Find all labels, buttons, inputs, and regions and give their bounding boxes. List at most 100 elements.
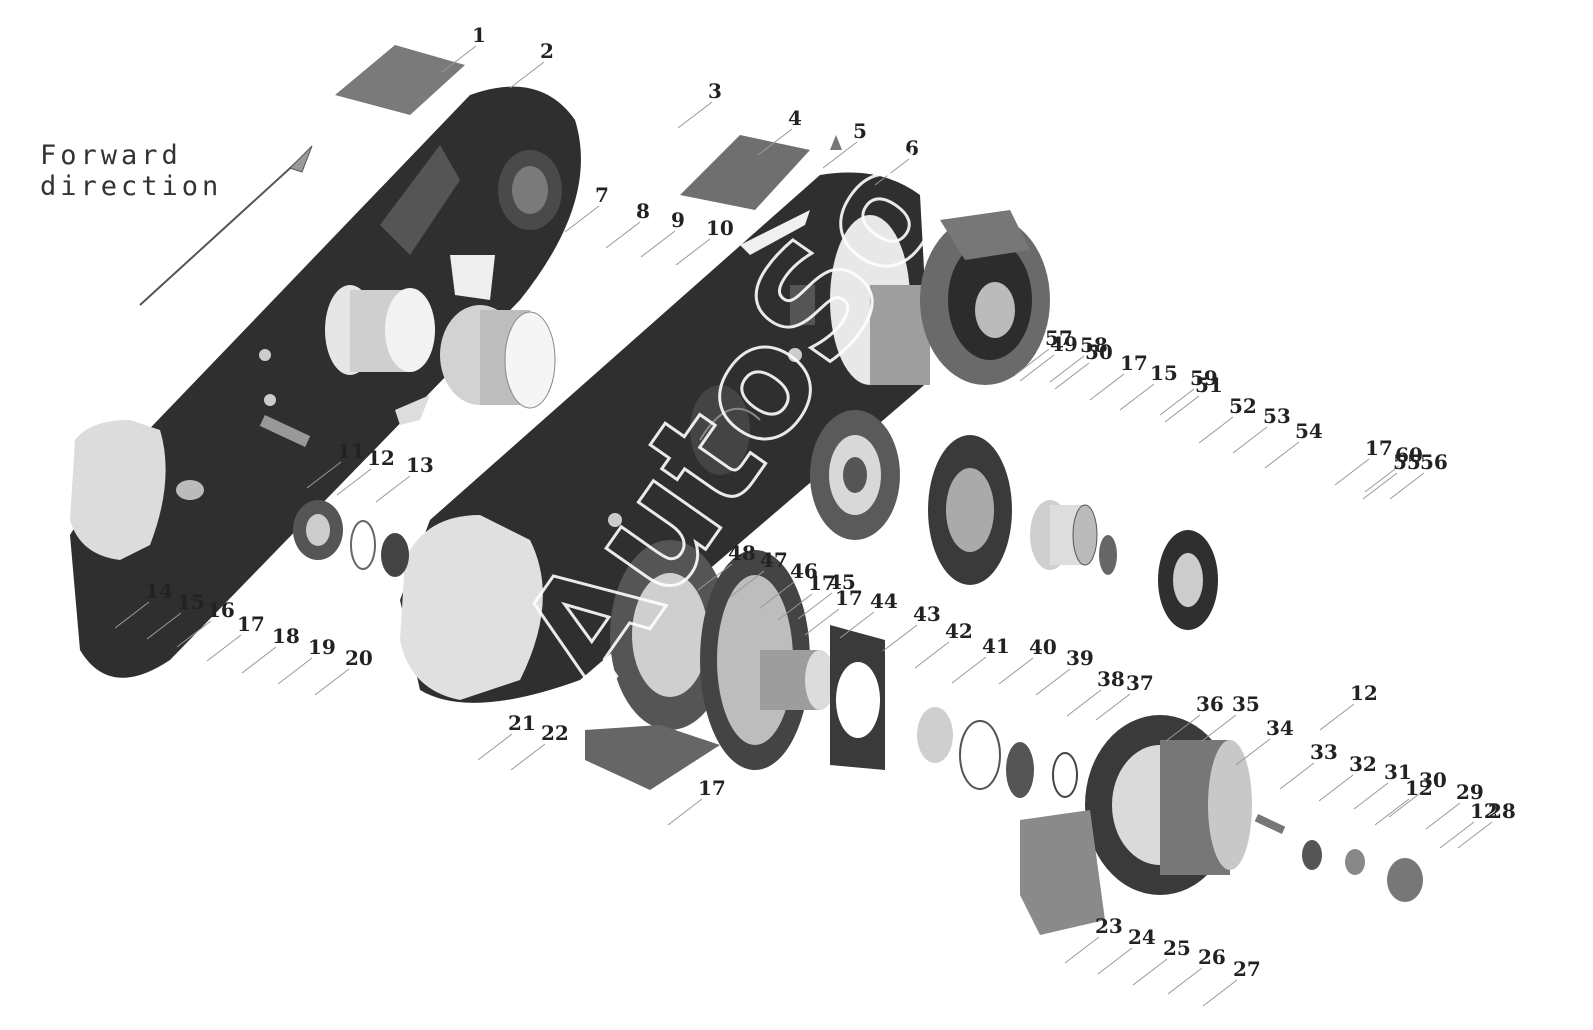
callout-30-leader bbox=[1388, 790, 1424, 818]
callout-48-leader bbox=[697, 563, 733, 591]
callout-44-leader bbox=[839, 611, 875, 639]
callout-13: 13 bbox=[406, 453, 434, 477]
callout-20-leader bbox=[314, 668, 350, 696]
forward-arrow bbox=[139, 149, 311, 306]
callout-15-leader bbox=[146, 612, 182, 640]
callout-56: 56 bbox=[1420, 450, 1448, 474]
leader-lines bbox=[114, 45, 1493, 1007]
callout-15-repeat-2: 15 bbox=[1150, 361, 1178, 385]
forward-direction-label: Forward direction bbox=[40, 140, 223, 202]
large-gear bbox=[610, 540, 730, 730]
callout-27: 27 bbox=[1233, 957, 1261, 981]
callout-17-repeat-0: 17 bbox=[1120, 351, 1148, 375]
small-gear bbox=[810, 410, 900, 540]
callout-25-leader bbox=[1132, 958, 1168, 986]
part-5-bolt bbox=[830, 135, 842, 150]
callout-31-leader bbox=[1353, 782, 1389, 810]
callout-10-leader bbox=[675, 238, 711, 266]
callout-58-leader bbox=[1049, 355, 1085, 383]
callout-15: 15 bbox=[177, 590, 205, 614]
callout-17-repeat-8: 17 bbox=[835, 586, 863, 610]
callout-11: 11 bbox=[337, 439, 365, 463]
top-hub-assembly bbox=[830, 210, 1050, 385]
callout-45-leader bbox=[797, 592, 833, 620]
callout-29-leader bbox=[1425, 802, 1461, 830]
callout-4-leader bbox=[757, 128, 793, 156]
callout-10: 10 bbox=[706, 216, 734, 240]
callout-17-repeat-0-leader bbox=[1089, 373, 1125, 401]
callout-12: 12 bbox=[367, 446, 395, 470]
callout-17-repeat-4: 17 bbox=[1365, 436, 1393, 460]
callout-42: 42 bbox=[945, 619, 973, 643]
callout-12-repeat-7-leader bbox=[1439, 821, 1475, 849]
callout-38-leader bbox=[1066, 689, 1102, 717]
lower-hub-assembly bbox=[917, 707, 1252, 935]
callout-12-repeat-5-leader bbox=[1374, 798, 1410, 826]
forward-arrow-head bbox=[289, 145, 313, 173]
left-small-parts bbox=[293, 500, 409, 577]
callout-40-leader bbox=[998, 657, 1034, 685]
callout-24: 24 bbox=[1128, 925, 1156, 949]
callout-14: 14 bbox=[145, 579, 173, 603]
callout-7-leader bbox=[564, 205, 600, 233]
callout-21: 21 bbox=[508, 711, 536, 735]
part-4-plate bbox=[680, 135, 810, 210]
callout-2-leader bbox=[509, 61, 545, 89]
callout-12-repeat-1-leader bbox=[1319, 703, 1355, 731]
callout-1: 1 bbox=[472, 23, 486, 47]
callout-26: 26 bbox=[1198, 945, 1226, 969]
callout-5: 5 bbox=[853, 119, 867, 143]
callout-4: 4 bbox=[788, 106, 802, 130]
callout-9-leader bbox=[640, 230, 676, 258]
callout-5-leader bbox=[822, 141, 858, 169]
callout-22-leader bbox=[510, 743, 546, 771]
callout-6: 6 bbox=[905, 136, 919, 160]
callout-43-leader bbox=[882, 624, 918, 652]
callout-41-leader bbox=[951, 656, 987, 684]
callout-58: 58 bbox=[1080, 333, 1108, 357]
callout-60-leader bbox=[1364, 465, 1400, 493]
callout-16: 16 bbox=[207, 598, 235, 622]
callout-18-leader bbox=[241, 646, 277, 674]
callout-15-repeat-2-leader bbox=[1119, 383, 1155, 411]
callout-12-repeat-7: 12 bbox=[1470, 799, 1498, 823]
callout-9: 9 bbox=[671, 208, 685, 232]
callout-37: 37 bbox=[1126, 671, 1154, 695]
callout-14-leader bbox=[114, 601, 150, 629]
callout-56-leader bbox=[1389, 472, 1425, 500]
callout-41: 41 bbox=[982, 634, 1010, 658]
callout-49: 49 bbox=[1050, 332, 1078, 356]
callout-46-leader bbox=[759, 581, 795, 609]
drum-assembly bbox=[585, 550, 885, 790]
callout-34: 34 bbox=[1266, 716, 1294, 740]
callout-17-leader bbox=[206, 634, 242, 662]
callout-7: 7 bbox=[595, 183, 609, 207]
callout-17-repeat-6: 17 bbox=[808, 571, 836, 595]
callout-35: 35 bbox=[1232, 692, 1260, 716]
callout-34-leader bbox=[1235, 738, 1271, 766]
callout-42-leader bbox=[914, 641, 950, 669]
callout-59: 59 bbox=[1190, 366, 1218, 390]
callout-57: 57 bbox=[1045, 326, 1073, 350]
right-bearing-cluster bbox=[928, 435, 1218, 630]
callout-36-leader bbox=[1165, 714, 1201, 742]
callout-1-leader bbox=[441, 45, 477, 73]
callout-54: 54 bbox=[1295, 419, 1323, 443]
callout-17-repeat-8-leader bbox=[804, 608, 840, 636]
callout-52-leader bbox=[1198, 416, 1234, 444]
callout-50: 50 bbox=[1085, 340, 1113, 364]
callout-23: 23 bbox=[1095, 914, 1123, 938]
callout-12-leader bbox=[336, 468, 372, 496]
callout-43: 43 bbox=[913, 602, 941, 626]
callout-50-leader bbox=[1054, 362, 1090, 390]
callout-3: 3 bbox=[708, 79, 722, 103]
callout-19: 19 bbox=[308, 635, 336, 659]
callout-8-leader bbox=[605, 221, 641, 249]
callout-29: 29 bbox=[1456, 780, 1484, 804]
callout-27-leader bbox=[1202, 979, 1238, 1007]
callout-57-leader bbox=[1014, 348, 1050, 376]
callout-45: 45 bbox=[828, 570, 856, 594]
